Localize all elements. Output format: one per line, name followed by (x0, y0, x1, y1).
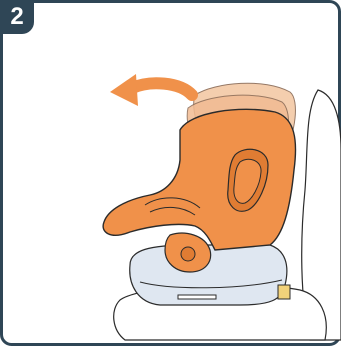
step-number: 2 (10, 3, 23, 31)
step-number-badge: 2 (0, 0, 34, 34)
isofix-connector (278, 285, 290, 299)
recline-handle (181, 247, 195, 261)
isofix-bar (178, 295, 216, 299)
